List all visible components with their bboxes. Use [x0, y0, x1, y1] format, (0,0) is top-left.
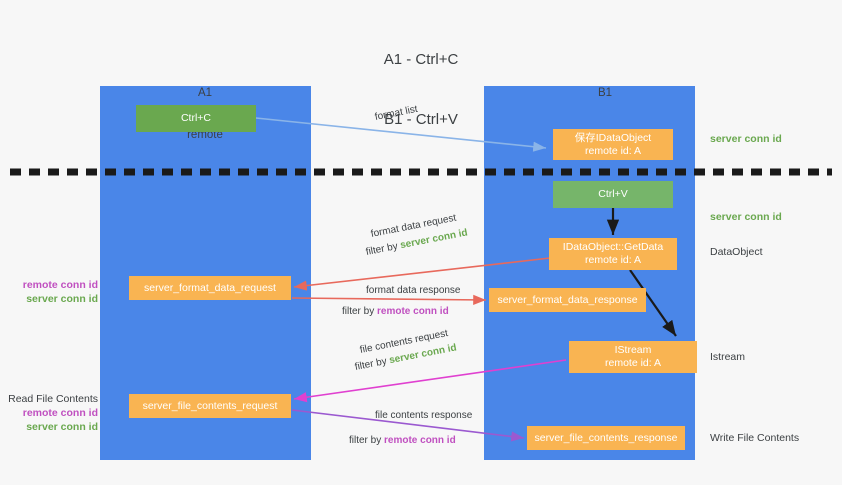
node-server-format-data-response-label: server_format_data_response: [497, 293, 638, 306]
right-annotation-server-conn-id-top: server conn id: [710, 133, 782, 145]
edge-label-file-contents-response-filter: filter by remote conn id: [349, 434, 456, 447]
node-server-format-data-response[interactable]: server_format_data_response: [489, 288, 646, 312]
arrow-format-data-response: [291, 294, 487, 305]
node-istream-label: IStream: [614, 344, 652, 356]
arrow-getdata-to-istream: [629, 269, 677, 337]
node-istream-sublabel: remote id: A: [604, 357, 662, 369]
node-save-idataobject-sublabel: remote id: A: [584, 144, 642, 157]
column-b1-name: B1: [597, 87, 613, 99]
title-line-1: A1 - Ctrl+C: [383, 51, 459, 68]
node-save-idataobject-label: 保存IDataObject: [574, 131, 652, 144]
right-annotation-istream: Istream: [710, 351, 746, 363]
node-server-file-contents-request[interactable]: server_file_contents_request: [129, 394, 291, 418]
node-ctrl-c[interactable]: Ctrl+C: [136, 105, 256, 132]
edge-filter-prefix-4: filter by: [349, 435, 385, 446]
arrow-format-data-request: [293, 257, 551, 291]
right-annotation-dataobject: DataObject: [710, 246, 763, 258]
edge-filter-value-remote-conn-id-2: remote conn id: [384, 435, 456, 446]
node-ctrl-c-label: Ctrl+C: [180, 112, 212, 124]
page-title: A1 - Ctrl+C B1 - Ctrl+V: [0, 10, 842, 150]
node-ctrl-v[interactable]: Ctrl+V: [553, 181, 673, 208]
right-annotation-server-conn-id-second: server conn id: [710, 211, 782, 223]
node-server-format-data-request[interactable]: server_format_data_request: [129, 276, 291, 300]
node-istream[interactable]: IStream remote id: A: [569, 341, 697, 373]
edge-label-file-contents-response: file contents response: [375, 409, 472, 422]
left-annotation-server-conn-id: server conn id: [26, 293, 98, 305]
edge-label-format-data-response-filter: filter by remote conn id: [342, 305, 449, 318]
left-annotation-remote-conn-id-2: remote conn id: [22, 407, 98, 419]
arrow-file-contents-request: [293, 359, 567, 403]
node-idataobject-getdata-sublabel: remote id: A: [584, 254, 642, 266]
left-annotation-file: Read File Contents remote conn id server…: [4, 392, 98, 434]
title-line-2: B1 - Ctrl+V: [384, 111, 458, 128]
column-a1-name: A1: [197, 87, 213, 99]
edge-filter-prefix-2: filter by: [342, 306, 378, 317]
left-annotation-read-file-contents: Read File Contents: [8, 393, 98, 405]
left-annotation-remote-conn-id: remote conn id: [22, 279, 98, 291]
node-ctrl-v-label: Ctrl+V: [598, 188, 628, 200]
node-server-format-data-request-label: server_format_data_request: [144, 281, 276, 294]
node-server-file-contents-response-label: server_file_contents_response: [534, 431, 678, 444]
left-annotation-server-conn-id-2: server conn id: [26, 421, 98, 433]
column-a1-role: remote: [187, 129, 223, 141]
arrow-file-contents-response: [291, 409, 525, 442]
node-server-file-contents-response[interactable]: server_file_contents_response: [527, 426, 685, 450]
edge-label-file-contents-response-text: file contents response: [375, 410, 473, 421]
node-server-file-contents-request-label: server_file_contents_request: [142, 399, 278, 412]
arrow-format-list: [255, 117, 547, 152]
right-annotation-write-file-contents: Write File Contents: [710, 432, 800, 444]
column-header-a1: A1 remote: [140, 58, 270, 156]
edge-label-format-data-response-text: format data response: [366, 285, 461, 296]
node-idataobject-getdata-label: IDataObject::GetData: [562, 241, 664, 253]
edge-label-format-data-response: format data response: [366, 284, 461, 297]
node-save-idataobject[interactable]: 保存IDataObject remote id: A: [553, 129, 673, 160]
edge-filter-value-remote-conn-id: remote conn id: [377, 306, 449, 317]
left-annotation-format: remote conn id server conn id: [6, 278, 98, 306]
node-idataobject-getdata[interactable]: IDataObject::GetData remote id: A: [549, 238, 677, 270]
